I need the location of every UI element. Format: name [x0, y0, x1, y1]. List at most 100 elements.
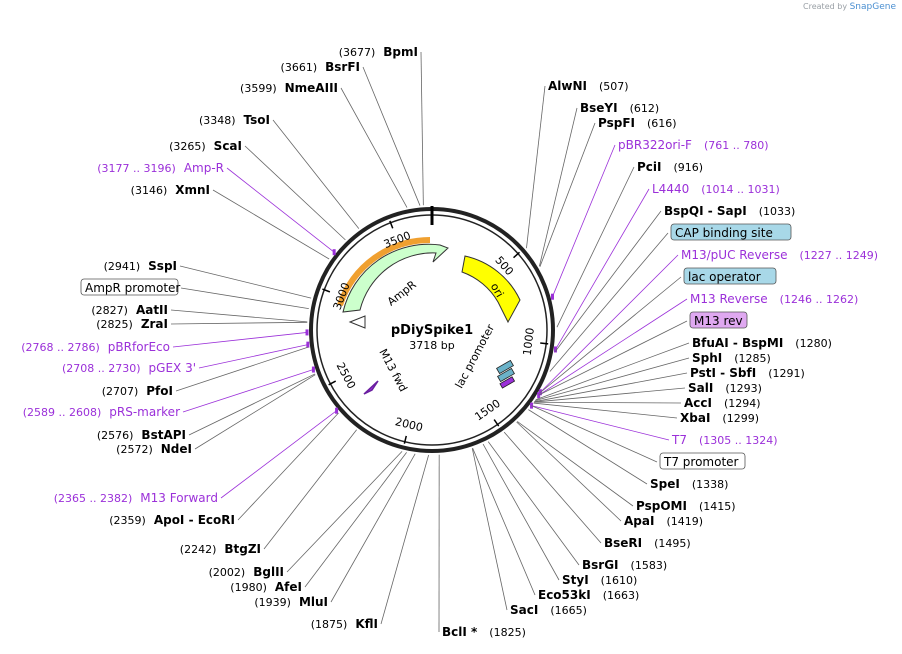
feature-box-ampr-promoter — [80, 278, 179, 296]
tick-mark-1500 — [493, 419, 500, 427]
enzyme-bspqi-sapi: BspQI - SapI — [664, 204, 747, 218]
enzyme-aatii-position: (2827) — [91, 304, 128, 317]
tick-mark-3500 — [389, 220, 394, 229]
leader-line — [534, 401, 682, 404]
leader-line — [531, 405, 670, 441]
enzyme-mlui: MluI — [299, 595, 328, 609]
leader-line — [286, 451, 403, 573]
primer-m13-forward: M13 Forward — [140, 491, 218, 505]
enzyme-styi-position: (1610) — [601, 574, 638, 587]
feature-label-ori: ori — [488, 281, 506, 300]
enzyme-bseri-position: (1495) — [654, 537, 691, 550]
leader-line — [554, 210, 662, 352]
primer-mark — [550, 293, 554, 300]
primer-amp-r: Amp-R — [184, 161, 224, 175]
enzyme-tsoi-position: (3348) — [199, 114, 236, 127]
primer-m13-puc-reverse-position: (1227 .. 1249) — [800, 249, 879, 262]
primer-mark — [332, 249, 336, 256]
enzyme-afei: AfeI — [275, 580, 302, 594]
enzyme-bspqi-sapi-position: (1033) — [759, 205, 796, 218]
primer-mark — [335, 407, 339, 414]
leader-line — [272, 119, 360, 229]
enzyme-btgzi-position: (2242) — [180, 543, 217, 556]
enzyme-kfli: KflI — [355, 617, 378, 631]
enzyme-ndei-position: (2572) — [116, 443, 153, 456]
enzyme-aatii: AatII — [136, 303, 168, 317]
enzyme-bseri: BseRI — [604, 536, 642, 550]
enzyme-psti-sbfi: PstI - SbfI — [690, 366, 756, 380]
feature-box-lac-operator — [683, 267, 777, 285]
enzyme-bseyi: BseYI — [580, 101, 618, 115]
leader-line — [534, 372, 688, 403]
leader-line — [539, 122, 596, 267]
enzyme-xbai: XbaI — [680, 411, 710, 425]
credit-prefix: Created by — [803, 2, 848, 11]
leader-line — [535, 342, 690, 401]
feature-label-ampr: AmpR — [385, 278, 419, 309]
enzyme-bstapi: BstAPI — [141, 428, 186, 442]
leader-line — [549, 232, 669, 372]
enzyme-sspi-position: (2941) — [104, 260, 141, 273]
primer-pgex-3: pGEX 3' — [149, 361, 196, 375]
enzyme-tsoi: TsoI — [244, 113, 270, 127]
enzyme-apai: ApaI — [624, 514, 654, 528]
tick-mark-500 — [513, 251, 521, 259]
leader-line — [175, 346, 309, 392]
tick-mark-2000 — [403, 435, 408, 444]
enzyme-spei-position: (1338) — [692, 478, 729, 491]
leader-line — [526, 85, 546, 249]
enzyme-pspomi-position: (1415) — [699, 500, 736, 513]
leader-line — [220, 410, 337, 499]
enzyme-kfli-position: (1875) — [311, 618, 348, 631]
enzyme-afei-position: (1980) — [230, 581, 267, 594]
leader-line — [534, 387, 686, 403]
enzyme-scai: ScaI — [214, 139, 242, 153]
leader-line — [198, 344, 308, 369]
ampr-arc — [337, 237, 431, 306]
enzyme-bsrfi-position: (3661) — [281, 61, 318, 74]
m13-rev-feature — [499, 376, 516, 389]
enzyme-bfuai-bspmi: BfuAI - BspMI — [692, 336, 783, 350]
leader-line — [179, 265, 312, 299]
primer-pgex-3-position: (2708 .. 2730) — [62, 362, 141, 375]
leader-line — [188, 373, 316, 436]
tick-label-2000: 2000 — [394, 415, 424, 434]
enzyme-pcii-position: (916) — [674, 161, 704, 174]
enzyme-xmni: XmnI — [175, 183, 210, 197]
feature-box-cap-binding-site — [670, 223, 792, 241]
leader-line — [263, 429, 357, 550]
leader-line — [539, 107, 578, 267]
leader-line — [471, 448, 508, 611]
leader-line — [538, 298, 688, 396]
leader-line — [380, 454, 430, 625]
leader-line — [330, 453, 416, 603]
enzyme-bglii: BglII — [253, 565, 284, 579]
enzyme-xbai-position: (1299) — [722, 412, 759, 425]
enzyme-acci: AccI — [684, 396, 712, 410]
leader-line — [535, 357, 690, 402]
enzyme-sphi-position: (1285) — [734, 352, 771, 365]
leader-line — [212, 189, 330, 260]
feature-box-label-cap-binding-site: CAP binding site — [675, 226, 773, 240]
leader-line — [340, 87, 408, 208]
enzyme-zrai-position: (2825) — [96, 318, 133, 331]
enzyme-acci-position: (1294) — [724, 397, 761, 410]
enzyme-zrai: ZraI — [141, 317, 168, 331]
primer-pbrforeco: pBRforEco — [108, 340, 170, 354]
ampr-feature — [342, 243, 449, 313]
leader-line — [516, 421, 634, 507]
leader-line — [226, 167, 335, 253]
enzyme-apoi-ecori-position: (2359) — [109, 514, 146, 527]
enzyme-pfoi: PfoI — [146, 384, 173, 398]
enzyme-bcli: BclI * — [442, 625, 478, 639]
enzyme-bsrfi: BsrFI — [325, 60, 360, 74]
tick-mark-2500 — [328, 380, 337, 386]
enzyme-ndei: NdeI — [161, 442, 192, 456]
enzyme-sphi: SphI — [692, 351, 722, 365]
leader-line — [182, 369, 314, 413]
plasmid-name: pDiySpike1 — [391, 323, 473, 338]
primer-pbr322ori-f-position: (761 .. 780) — [704, 139, 769, 152]
enzyme-bseyi-position: (612) — [630, 102, 660, 115]
leader-line — [555, 188, 650, 350]
